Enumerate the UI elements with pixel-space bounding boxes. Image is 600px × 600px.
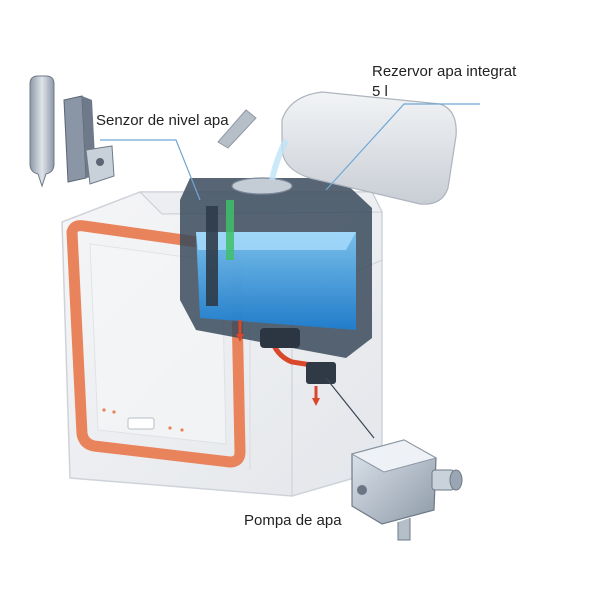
water-jug-icon [217, 91, 457, 205]
water-level-sensor-icon [29, 75, 115, 188]
pump-leader [325, 377, 375, 439]
level-sensor-mount [206, 206, 218, 306]
water-pump-icon [350, 439, 463, 541]
reservoir-label: Rezervor apa integrat [372, 63, 517, 80]
leader-lines [100, 103, 480, 439]
door-handle [127, 417, 155, 430]
reservoir-capacity-label: 5 l [372, 83, 388, 100]
sensor-label: Senzor de nivel apa [96, 112, 229, 129]
pipes [236, 320, 336, 406]
level-indicator [226, 200, 234, 260]
jug-cap [217, 109, 257, 149]
water-tank [180, 177, 372, 358]
pump-label: Pompa de apa [244, 512, 342, 529]
sensor-leader [100, 139, 201, 201]
reservoir-leader [325, 103, 480, 191]
